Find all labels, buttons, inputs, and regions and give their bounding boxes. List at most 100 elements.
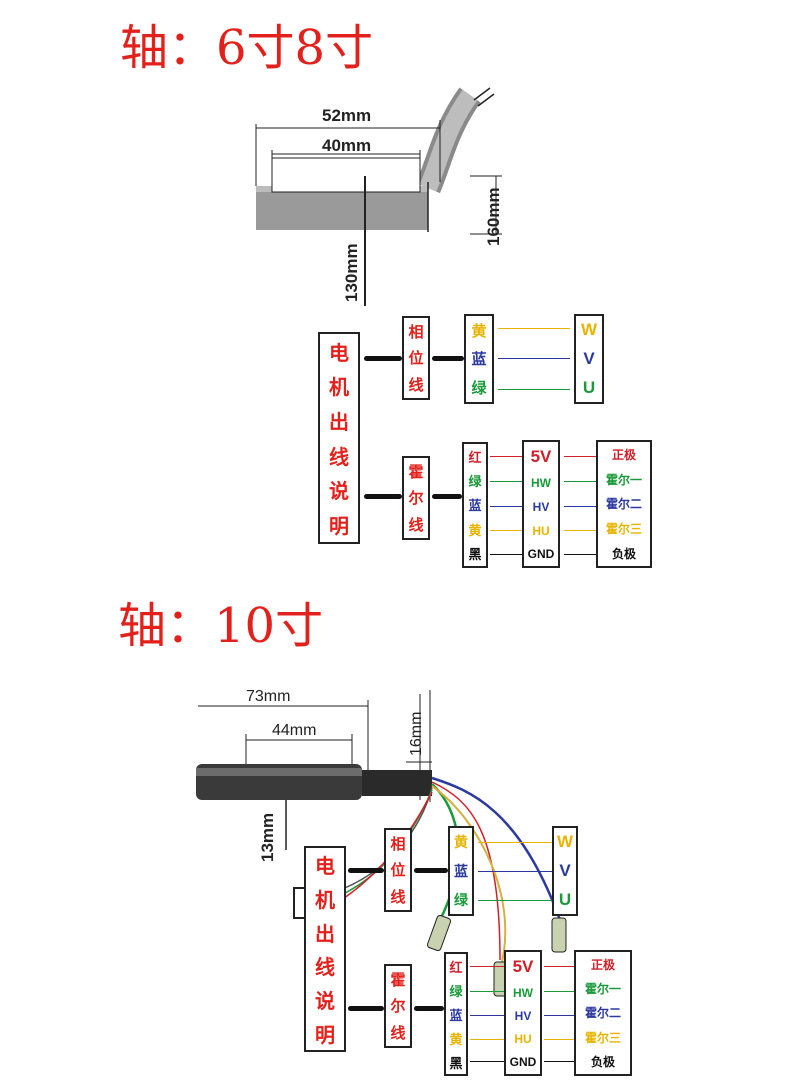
legend2-title-char: 说 — [315, 988, 335, 1013]
legend1-hall-signals: 5V HW HV HU GND — [522, 440, 560, 568]
legend1-terminal: W — [580, 320, 598, 340]
legend1-wire-blue — [498, 358, 570, 359]
legend1-phase-connector2 — [432, 356, 464, 361]
legend2-phase-connector2 — [414, 868, 448, 873]
legend2-title-char: 线 — [315, 955, 335, 980]
legend2-signal: GND — [509, 1055, 537, 1070]
legend2-hall-char: 线 — [390, 1024, 406, 1043]
legend1-title-char: 说 — [329, 479, 349, 504]
legend2-hall-color: 红 — [449, 960, 463, 976]
legend1-title-box: 电 机 出 线 说 明 — [318, 332, 360, 544]
legend2-hall-label-box: 霍 尔 线 — [384, 964, 412, 1048]
legend1-hall-char: 尔 — [408, 489, 424, 508]
legend2-terminal: U — [558, 889, 572, 909]
legend2-phase-color: 黄 — [454, 835, 468, 852]
legend1-hall-color: 蓝 — [468, 499, 482, 515]
section2-heading: 轴：10寸 — [118, 598, 324, 654]
dim-52mm: 52mm — [322, 106, 372, 125]
legend2-hall-char: 霍 — [390, 970, 406, 989]
dim-73mm: 73mm — [246, 688, 291, 705]
legend2-phase-connector — [348, 868, 384, 873]
legend2-phase-char: 位 — [390, 861, 406, 880]
legend2-phase-colors: 黄 蓝 绿 — [448, 826, 474, 916]
legend1-hall-label-box: 霍 尔 线 — [402, 456, 430, 540]
legend2-title-box: 电 机 出 线 说 明 — [304, 846, 346, 1052]
legend1-fwire — [564, 456, 596, 457]
legend2-title-char: 机 — [315, 887, 335, 912]
legend2-wire-yellow — [478, 842, 552, 843]
legend2-signal: HU — [514, 1032, 532, 1047]
legend1-hwire — [490, 554, 522, 555]
legend1-hall-color: 绿 — [468, 475, 482, 491]
legend1-phase-char: 位 — [408, 349, 424, 368]
legend2-title-char: 明 — [315, 1022, 335, 1047]
legend2-hall-color: 黑 — [449, 1056, 463, 1072]
legend2-function: 负极 — [590, 1055, 615, 1070]
legend2-phase-label-box: 相 位 线 — [384, 828, 412, 912]
legend2-hwire — [470, 991, 504, 992]
legend1-fwire — [564, 506, 596, 507]
legend2-hall-color: 蓝 — [449, 1008, 463, 1024]
legend1-hwire — [490, 456, 522, 457]
legend2-terminal: W — [556, 832, 574, 852]
legend2-phase-char: 相 — [390, 834, 406, 853]
legend2-fwire — [544, 1061, 574, 1062]
legend1-hall-color: 红 — [468, 450, 482, 466]
legend1-title-char: 电 — [329, 340, 349, 365]
legend1-terminal: U — [582, 377, 596, 397]
legend1-signal: GND — [527, 547, 555, 562]
legend2-function: 霍尔一 — [584, 982, 621, 997]
dim-44mm: 44mm — [272, 722, 317, 739]
legend1-hall-connector — [364, 494, 402, 499]
dim-16mm: 16mm — [408, 711, 425, 756]
legend2-phase-char: 线 — [390, 888, 406, 907]
legend1-signal: 5V — [530, 446, 552, 466]
legend1-title-char: 出 — [329, 410, 349, 435]
legend2-hwire — [470, 966, 504, 967]
legend2-hall-connector — [348, 1006, 384, 1011]
legend1-signal: HW — [531, 476, 551, 491]
legend1-phase-label-box: 相 位 线 — [402, 316, 430, 400]
legend2-hwire — [470, 1039, 504, 1040]
legend1-function: 霍尔二 — [605, 497, 642, 512]
legend1-wire-yellow — [498, 328, 570, 329]
legend2-function: 正极 — [590, 957, 615, 972]
legend1-phase-color: 黄 — [471, 321, 487, 340]
dim-40mm: 40mm — [322, 136, 372, 155]
legend1-phase-char: 相 — [408, 322, 424, 341]
legend2-function: 霍尔三 — [584, 1030, 621, 1045]
shaft1-drawing — [255, 87, 502, 306]
legend2-fwire — [544, 1015, 574, 1016]
legend1-function: 霍尔三 — [605, 522, 642, 537]
legend2-signal: HW — [513, 985, 533, 1000]
legend1-hall-char: 霍 — [408, 462, 424, 481]
legend1-terminal: V — [583, 348, 595, 368]
legend2-phase-terminals: W V U — [552, 826, 578, 916]
section1-heading: 轴：6寸8寸 — [120, 20, 374, 76]
legend2-fwire — [544, 991, 574, 992]
legend1-signal: HV — [532, 499, 550, 514]
legend2-hall-color: 绿 — [449, 984, 463, 1000]
legend2-phase-color: 蓝 — [454, 863, 468, 880]
legend1-phase-colors: 黄 蓝 绿 — [464, 314, 494, 404]
legend1-hall-functions: 正极 霍尔一 霍尔二 霍尔三 负极 — [596, 440, 652, 568]
legend1-phase-terminals: W V U — [574, 314, 604, 404]
legend2-hall-signals: 5V HW HV HU GND — [504, 950, 542, 1076]
legend1-hwire — [490, 530, 522, 531]
legend1-title-char: 线 — [329, 444, 349, 469]
legend2-function: 霍尔二 — [584, 1006, 621, 1021]
dim-13mm: 13mm — [258, 812, 277, 862]
legend2-hall-color: 黄 — [449, 1032, 463, 1048]
legend1-hall-char: 线 — [408, 516, 424, 535]
legend1-phase-color: 蓝 — [471, 350, 487, 369]
legend2-hwire — [470, 1061, 504, 1062]
legend1-fwire — [564, 481, 596, 482]
legend2-hall-connector2 — [414, 1006, 444, 1011]
legend1-wire-green — [498, 389, 570, 390]
legend1-function: 正极 — [611, 447, 636, 462]
legend1-function: 负极 — [611, 547, 636, 562]
legend2-hall-char: 尔 — [390, 997, 406, 1016]
legend1-fwire — [564, 530, 596, 531]
legend1-title-char: 机 — [329, 375, 349, 400]
